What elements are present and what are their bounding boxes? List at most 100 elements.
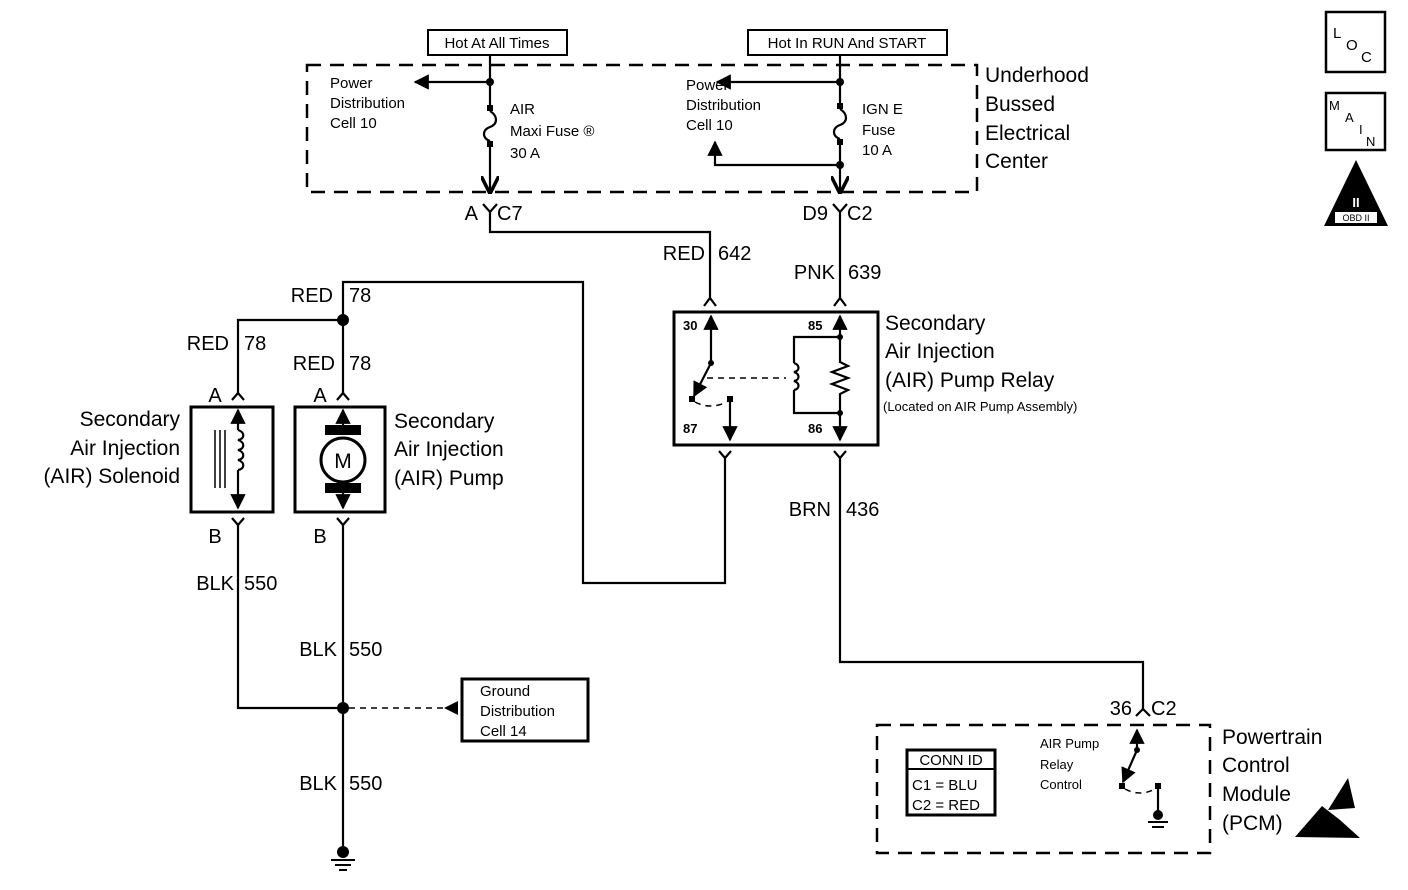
svg-text:Hot At All Times: Hot At All Times: [444, 35, 549, 52]
svg-text:C7: C7: [497, 203, 523, 225]
svg-text:Distribution: Distribution: [686, 97, 761, 114]
svg-text:642: 642: [718, 243, 751, 265]
svg-text:D9: D9: [802, 203, 828, 225]
svg-text:Distribution: Distribution: [480, 703, 555, 720]
pcm-box: [875, 723, 1212, 855]
svg-text:A: A: [465, 203, 479, 225]
svg-text:AIR: AIR: [510, 101, 535, 118]
svg-text:RED: RED: [291, 285, 333, 307]
svg-text:36: 36: [1110, 698, 1132, 720]
svg-text:Air Injection: Air Injection: [885, 340, 995, 363]
hot-in-run-start-label: Hot In RUN And START: [747, 29, 948, 56]
ground-distribution-cell-14: Ground Distribution Cell 14: [460, 677, 590, 743]
svg-text:Electrical: Electrical: [985, 122, 1070, 145]
svg-text:(Located on AIR Pump Assembly): (Located on AIR Pump Assembly): [883, 399, 1077, 414]
svg-text:A: A: [1345, 110, 1354, 125]
air-pump-relay: 30 85 87 86 Secondary Air Injection (AIR…: [672, 310, 1077, 447]
svg-text:Power: Power: [330, 75, 373, 92]
svg-text:O: O: [1346, 37, 1358, 54]
svg-text:CONN ID: CONN ID: [919, 752, 983, 769]
svg-text:78: 78: [244, 333, 266, 355]
svg-text:IGN E: IGN E: [862, 101, 903, 118]
svg-text:RED: RED: [187, 333, 229, 355]
svg-text:Control: Control: [1040, 777, 1082, 792]
svg-text:B: B: [208, 526, 221, 548]
svg-text:I: I: [1359, 122, 1363, 137]
svg-text:M: M: [1329, 98, 1340, 113]
svg-text:Underhood: Underhood: [985, 64, 1089, 87]
svg-text:Air Injection: Air Injection: [70, 437, 180, 460]
wire-brn-436: [838, 458, 1145, 710]
wire-blk-550: [236, 525, 343, 710]
connector-d9-c2: D9 C2: [802, 203, 872, 225]
esd-warning-icon: [1295, 778, 1360, 838]
motor-icon: [319, 436, 367, 484]
svg-text:Cell 14: Cell 14: [480, 723, 527, 740]
fuse-icon: [482, 110, 498, 143]
svg-text:Secondary: Secondary: [885, 312, 986, 335]
svg-text:BLK: BLK: [196, 573, 234, 595]
svg-text:(PCM): (PCM): [1222, 812, 1283, 835]
ign-e-fuse-circuit: Power Distribution Cell 10 IGN E Fuse 10…: [686, 55, 903, 192]
ground-icon: [331, 846, 355, 871]
svg-text:Hot In RUN And START: Hot In RUN And START: [768, 35, 927, 52]
svg-text:AIR Pump: AIR Pump: [1040, 736, 1099, 751]
svg-text:C2: C2: [1151, 698, 1177, 720]
svg-text:Distribution: Distribution: [330, 95, 405, 112]
wire-red-78: [341, 280, 727, 585]
fuse-icon: [832, 108, 848, 141]
svg-text:(AIR) Pump: (AIR) Pump: [394, 467, 504, 490]
obd-ii-icon: II OBD II: [1324, 160, 1388, 226]
svg-text:550: 550: [349, 639, 382, 661]
svg-text:B: B: [313, 526, 326, 548]
svg-text:Bussed: Bussed: [985, 93, 1055, 116]
ubec-title: Underhood Bussed Electrical Center: [985, 64, 1089, 173]
svg-text:550: 550: [244, 573, 277, 595]
svg-text:BRN: BRN: [789, 499, 831, 521]
svg-text:A: A: [208, 385, 222, 407]
svg-text:Air Injection: Air Injection: [394, 438, 504, 461]
hot-at-all-times-label: Hot At All Times: [427, 29, 568, 56]
svg-text:Center: Center: [985, 150, 1048, 173]
svg-text:II: II: [1352, 195, 1359, 210]
svg-text:85: 85: [808, 318, 822, 333]
svg-text:Cell 10: Cell 10: [686, 117, 733, 134]
svg-text:Relay: Relay: [1040, 757, 1074, 772]
svg-text:436: 436: [846, 499, 879, 521]
svg-text:30 A: 30 A: [510, 145, 540, 162]
air-pump-relay-control: AIR Pump Relay Control: [1040, 728, 1168, 828]
svg-text:C: C: [1361, 49, 1372, 66]
svg-text:Power: Power: [686, 77, 729, 94]
coil-icon: [237, 428, 245, 472]
svg-text:30: 30: [683, 318, 697, 333]
connector-a-c7: A C7: [465, 203, 523, 225]
wire-red-642: [488, 222, 712, 300]
svg-text:(AIR) Solenoid: (AIR) Solenoid: [43, 465, 180, 488]
svg-text:N: N: [1366, 134, 1375, 149]
loc-icon: L O C: [1324, 10, 1387, 74]
svg-text:550: 550: [349, 773, 382, 795]
svg-text:A: A: [313, 385, 327, 407]
svg-text:C1 = BLU: C1 = BLU: [912, 777, 977, 794]
svg-text:BLK: BLK: [299, 639, 337, 661]
connector-36-c2: 36 C2: [1110, 698, 1177, 720]
svg-text:C2 = RED: C2 = RED: [912, 797, 980, 814]
svg-text:M: M: [334, 450, 352, 473]
svg-text:87: 87: [683, 421, 697, 436]
air-maxi-fuse-circuit: Power Distribution Cell 10 AIR Maxi Fuse…: [330, 55, 594, 192]
svg-text:Secondary: Secondary: [80, 408, 181, 431]
svg-text:L: L: [1333, 25, 1341, 42]
air-solenoid: A B Secondary Air Injection (AIR) Soleno…: [43, 385, 275, 548]
svg-text:RED: RED: [663, 243, 705, 265]
svg-text:RED: RED: [293, 353, 335, 375]
conn-id-table: CONN ID C1 = BLU C2 = RED: [905, 748, 997, 817]
svg-text:10 A: 10 A: [862, 142, 892, 159]
svg-text:PNK: PNK: [794, 262, 836, 284]
svg-text:Ground: Ground: [480, 683, 530, 700]
svg-text:Secondary: Secondary: [394, 410, 495, 433]
resistor-icon: [828, 337, 852, 413]
svg-text:639: 639: [848, 262, 881, 284]
svg-text:Fuse: Fuse: [862, 122, 895, 139]
coil-icon: [793, 361, 800, 392]
